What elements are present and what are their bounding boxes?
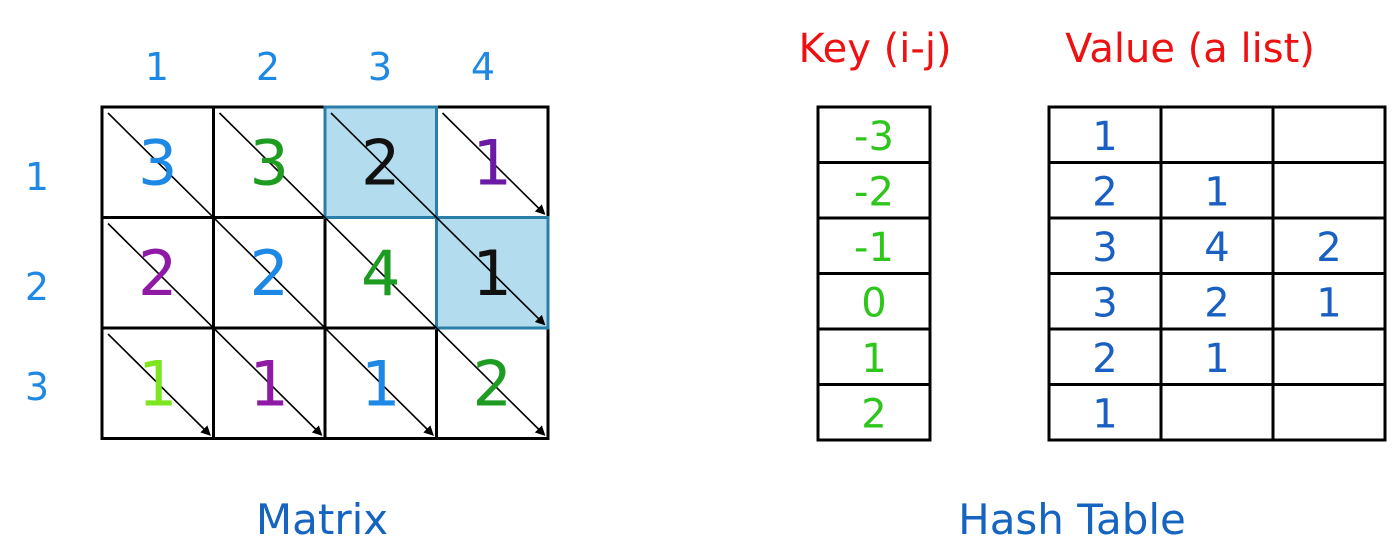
matrix-cell-value: 2: [250, 237, 289, 310]
matrix-cell-value: 1: [250, 347, 289, 420]
hash-table-caption: Hash Table: [958, 495, 1186, 544]
matrix-row-label-1: 1: [25, 155, 49, 199]
matrix-row-label-2: 2: [25, 265, 49, 309]
matrix-cell-value: 2: [138, 237, 177, 310]
matrix-cell-value: 3: [250, 126, 289, 199]
matrix-column-labels: 1 2 3 4: [145, 45, 495, 89]
hash-value-cell: [1159, 383, 1275, 442]
hash-key-column: -3 -2 -1 0 1 2: [816, 105, 932, 442]
matrix-cell-value: 3: [138, 126, 177, 199]
hash-value-cell: [1047, 272, 1163, 331]
matrix-cell-value: 2: [473, 347, 512, 420]
hash-value-cell: [1271, 161, 1387, 220]
hash-value-cell: [1159, 105, 1275, 164]
hash-key-cell: [816, 383, 932, 442]
diagonal-arrow: [107, 222, 323, 436]
matrix-cell-value: 1: [473, 126, 512, 199]
matrix-cell-value: 2: [361, 126, 400, 199]
hash-value-entry: 2: [1092, 336, 1117, 382]
hash-value-entry: 3: [1092, 280, 1117, 326]
hash-value-cell: [1047, 161, 1163, 220]
matrix-col-label-3: 3: [368, 45, 392, 89]
matrix-cell-highlight-border: [323, 105, 438, 219]
diagonal-arrow: [107, 112, 434, 436]
matrix-caption: Matrix: [256, 495, 388, 544]
matrix-cell-value: 1: [361, 347, 400, 420]
hash-value-entry: 4: [1204, 225, 1229, 271]
diagonal-arrow: [218, 112, 546, 436]
diagonal-arrow: [330, 112, 546, 326]
hash-value-entry: 2: [1092, 169, 1117, 215]
hash-value-entry: 1: [1204, 336, 1229, 382]
hash-key-value: -1: [854, 225, 894, 271]
hash-value-cell: [1271, 383, 1387, 442]
hash-value-cell: [1159, 161, 1275, 220]
hash-value-table: 1 2 1 3 4 2 3 2 1 2 1 1: [1047, 105, 1387, 442]
matrix-cell-value: 1: [473, 237, 512, 310]
hash-value-entry: 1: [1316, 280, 1341, 326]
hash-value-entry: 2: [1316, 225, 1341, 271]
matrix-cell-value: 4: [361, 237, 400, 310]
diagonal-arrow: [107, 333, 211, 436]
matrix-row-label-3: 3: [25, 365, 49, 409]
hash-value-cell: [1159, 327, 1275, 386]
hash-key-value: 2: [861, 391, 886, 437]
hash-value-cell: [1271, 105, 1387, 164]
matrix-row-labels: 1 2 3: [25, 155, 49, 409]
key-column-title: Key (i-j): [798, 26, 951, 72]
hash-value-entry: 1: [1092, 114, 1117, 160]
matrix-cell-highlight-border: [435, 216, 550, 330]
hash-key-cell: [816, 161, 932, 220]
matrix-cell-value: 1: [138, 347, 177, 420]
hash-key-value: 1: [861, 336, 886, 382]
hash-key-cell: [816, 327, 932, 386]
hash-key-value: 0: [861, 280, 886, 326]
hash-value-entry: 1: [1092, 391, 1117, 437]
hash-value-entry: 3: [1092, 225, 1117, 271]
hash-key-cell: [816, 272, 932, 331]
value-column-title: Value (a list): [1065, 26, 1315, 72]
hash-key-value: -2: [854, 169, 894, 215]
matrix-col-label-1: 1: [145, 45, 169, 89]
hash-key-value: -3: [854, 114, 894, 160]
hash-value-cell: [1271, 327, 1387, 386]
hash-value-entry: 2: [1204, 280, 1229, 326]
diagonal-arrow: [441, 112, 546, 215]
hash-key-cell: [816, 105, 932, 164]
hash-value-entry: 1: [1204, 169, 1229, 215]
matrix-col-label-2: 2: [256, 45, 280, 89]
matrix-col-label-4: 4: [471, 45, 495, 89]
